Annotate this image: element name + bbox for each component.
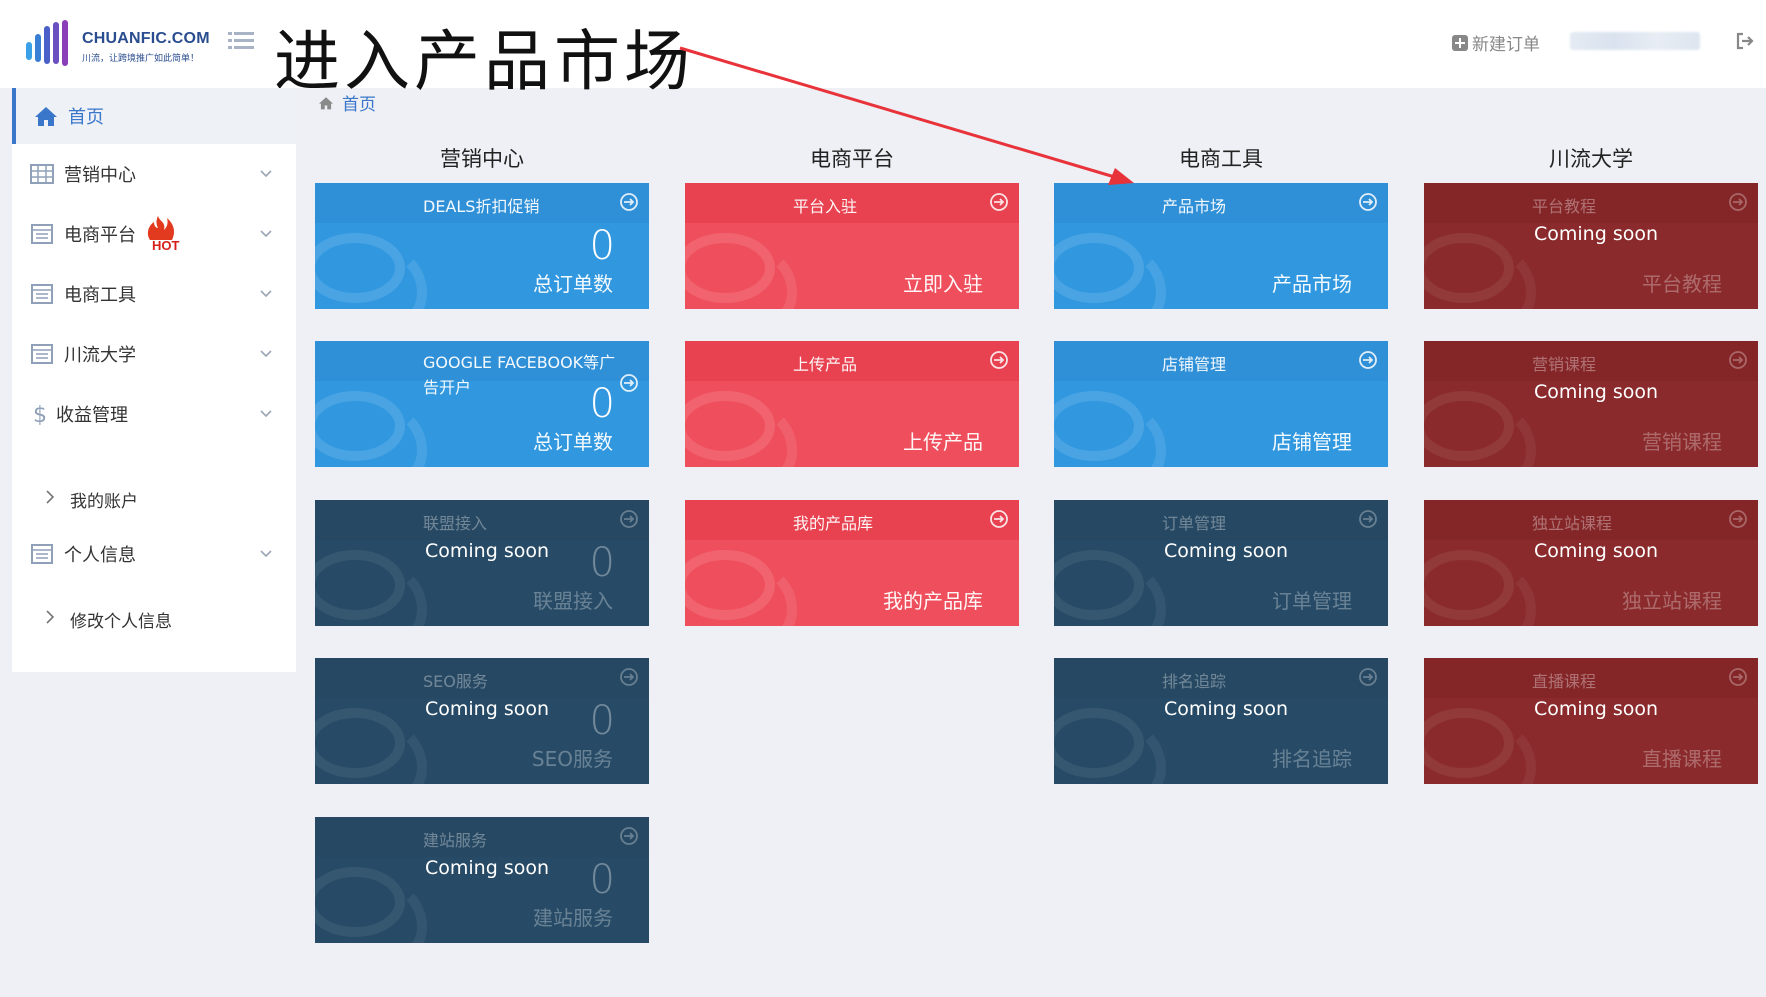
column-title-marketing: 营销中心	[440, 147, 524, 171]
card-rank-tracking[interactable]: 排名追踪 Coming soon 排名追踪	[1054, 658, 1388, 784]
arrow-circle-right-icon[interactable]	[1728, 350, 1748, 370]
calendar-icon	[31, 284, 53, 304]
arrow-circle-right-icon[interactable]	[1728, 192, 1748, 212]
logout-icon[interactable]	[1734, 30, 1756, 52]
card-store-management[interactable]: 店铺管理 店铺管理	[1054, 341, 1388, 467]
card-bg-swirl	[1054, 708, 1166, 784]
calendar-icon	[31, 344, 53, 364]
calendar-icon	[31, 224, 53, 244]
card-my-product-library[interactable]: 我的产品库 我的产品库	[685, 500, 1019, 626]
arrow-circle-right-icon[interactable]	[1728, 509, 1748, 529]
sidebar-subitem-my-account[interactable]: 我的账户	[12, 478, 296, 518]
arrow-circle-right-icon[interactable]	[1728, 667, 1748, 687]
sidebar-item-ecommerce-platform[interactable]: 电商平台 HOT	[12, 206, 296, 262]
arrow-circle-right-icon[interactable]	[619, 373, 639, 393]
card-bg-swirl	[315, 867, 427, 943]
card-order-management[interactable]: 订单管理 Coming soon 订单管理	[1054, 500, 1388, 626]
dollar-icon: $	[33, 403, 47, 425]
card-bg-swirl	[315, 550, 427, 626]
chevron-down-icon	[260, 410, 272, 418]
grid-icon	[30, 164, 54, 184]
sidebar: 首页 营销中心 电商平台 HOT 电商工具 川流大学 $ 收益管理 我的账户 个…	[12, 88, 296, 672]
sidebar-item-earnings[interactable]: $ 收益管理	[12, 386, 296, 442]
card-ad-accounts[interactable]: GOOGLE FACEBOOK等广告开户 0 总订单数	[315, 341, 649, 467]
arrow-circle-right-icon[interactable]	[989, 509, 1009, 529]
card-bg-swirl	[1424, 550, 1536, 626]
card-bg-swirl	[1424, 708, 1536, 784]
card-bg-swirl	[685, 391, 797, 467]
card-bg-swirl	[1054, 391, 1166, 467]
card-affiliate[interactable]: 联盟接入 Coming soon 0 联盟接入	[315, 500, 649, 626]
arrow-circle-right-icon[interactable]	[1358, 667, 1378, 687]
arrow-circle-right-icon[interactable]	[619, 509, 639, 529]
card-bg-swirl	[1054, 550, 1166, 626]
new-order-button[interactable]: 新建订单	[1452, 30, 1540, 55]
chevron-right-icon	[46, 610, 54, 624]
card-bg-swirl	[315, 391, 427, 467]
annotation-text: 进入产品市场	[274, 23, 694, 100]
arrow-circle-right-icon[interactable]	[989, 350, 1009, 370]
card-marketing-course[interactable]: 营销课程 Coming soon 营销课程	[1424, 341, 1758, 467]
plus-square-icon	[1452, 34, 1468, 51]
hot-badge-text: HOT	[152, 238, 180, 252]
svg-text:$: $	[33, 403, 47, 425]
arrow-circle-right-icon[interactable]	[989, 192, 1009, 212]
top-header: CHUANFIC.COM 川流，让跨境推广如此简单！ 进入产品市场 新建订单	[0, 0, 1766, 100]
menu-toggle-icon[interactable]	[228, 30, 254, 52]
arrow-circle-right-icon[interactable]	[619, 192, 639, 212]
user-name-blurred[interactable]	[1570, 32, 1700, 50]
calendar-icon	[31, 544, 53, 564]
home-icon	[319, 96, 333, 109]
chevron-down-icon	[260, 170, 272, 178]
hot-badge-icon: HOT	[147, 216, 180, 252]
arrow-circle-right-icon[interactable]	[1358, 350, 1378, 370]
new-order-label: 新建订单	[1472, 35, 1540, 55]
logo-text: CHUANFIC.COM	[82, 30, 210, 47]
card-bg-swirl	[315, 708, 427, 784]
chevron-down-icon	[260, 290, 272, 298]
card-deals[interactable]: DEALS折扣促销 0 总订单数	[315, 183, 649, 309]
column-title-tools: 电商工具	[1179, 147, 1263, 171]
breadcrumb[interactable]: 首页	[318, 90, 376, 115]
card-standalone-site-course[interactable]: 独立站课程 Coming soon 独立站课程	[1424, 500, 1758, 626]
card-livestream-course[interactable]: 直播课程 Coming soon 直播课程	[1424, 658, 1758, 784]
sidebar-item-profile[interactable]: 个人信息	[12, 526, 296, 582]
sidebar-item-university[interactable]: 川流大学	[12, 326, 296, 382]
column-title-platform: 电商平台	[810, 147, 894, 171]
sidebar-subitem-edit-profile[interactable]: 修改个人信息	[12, 598, 296, 638]
column-title-university: 川流大学	[1549, 147, 1633, 171]
sidebar-item-ecommerce-tools[interactable]: 电商工具	[12, 266, 296, 322]
home-icon	[35, 107, 57, 126]
chevron-down-icon	[260, 350, 272, 358]
card-bg-swirl	[315, 233, 427, 309]
sidebar-item-marketing[interactable]: 营销中心	[12, 146, 296, 202]
card-bg-swirl	[1424, 391, 1536, 467]
card-bg-swirl	[685, 550, 797, 626]
chevron-right-icon	[46, 490, 54, 504]
logo-tagline: 川流，让跨境推广如此简单！	[82, 54, 200, 64]
card-bg-swirl	[1054, 233, 1166, 309]
arrow-circle-right-icon[interactable]	[619, 826, 639, 846]
card-website-build[interactable]: 建站服务 Coming soon 0 建站服务	[315, 817, 649, 943]
arrow-circle-right-icon[interactable]	[619, 667, 639, 687]
arrow-circle-right-icon[interactable]	[1358, 192, 1378, 212]
logo-bars-icon	[26, 20, 68, 66]
card-seo[interactable]: SEO服务 Coming soon 0 SEO服务	[315, 658, 649, 784]
chevron-down-icon	[260, 550, 272, 558]
sidebar-item-home[interactable]: 首页	[12, 88, 296, 144]
card-product-market[interactable]: 产品市场 产品市场	[1054, 183, 1388, 309]
card-platform-join[interactable]: 平台入驻 立即入驻	[685, 183, 1019, 309]
card-upload-product[interactable]: 上传产品 上传产品	[685, 341, 1019, 467]
logo[interactable]: CHUANFIC.COM 川流，让跨境推广如此简单！	[24, 14, 210, 74]
card-bg-swirl	[685, 233, 797, 309]
chevron-down-icon	[260, 230, 272, 238]
card-bg-swirl	[1424, 233, 1536, 309]
arrow-circle-right-icon[interactable]	[1358, 509, 1378, 529]
card-platform-tutorial[interactable]: 平台教程 Coming soon 平台教程	[1424, 183, 1758, 309]
